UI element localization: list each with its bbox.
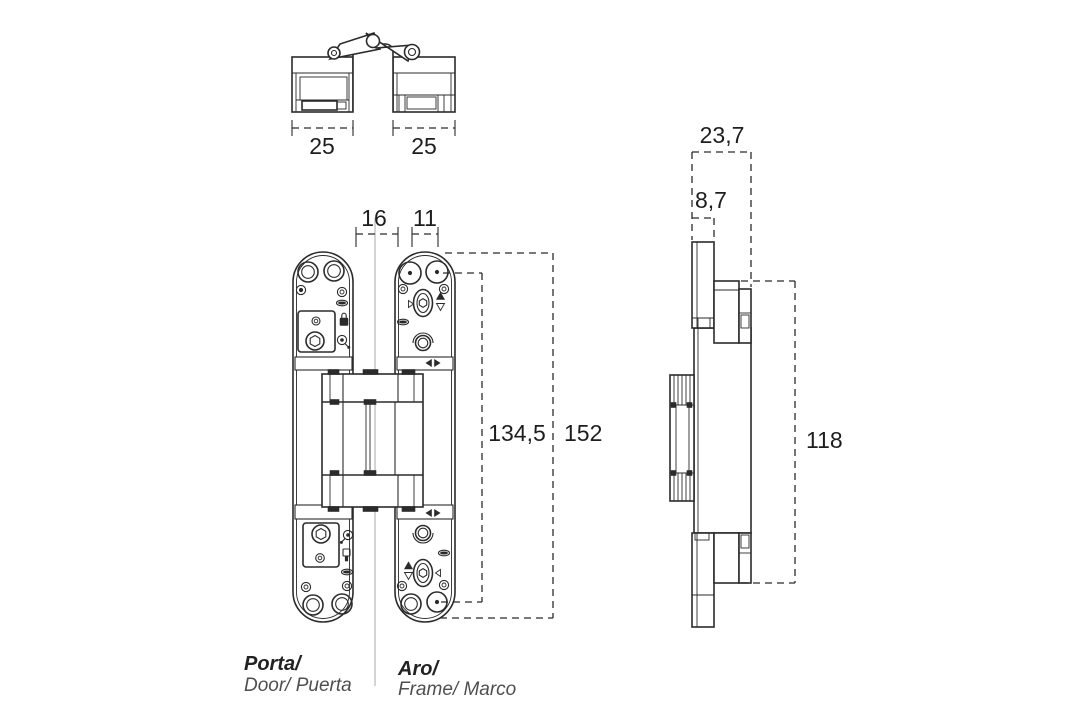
- arrow-down-icon: [435, 303, 446, 312]
- padlock-icon: [339, 312, 349, 326]
- fixing-screw: [412, 524, 434, 544]
- left-pivot-hole: [327, 46, 341, 60]
- dim-label-gap: 16: [361, 205, 387, 231]
- dim-label-total-depth: 23,7: [700, 122, 745, 148]
- dim-gap-16: 16: [355, 205, 399, 247]
- top-view: 25 25: [291, 32, 456, 159]
- side-profile: [669, 241, 752, 628]
- dim-label-body-height: 118: [806, 427, 843, 453]
- dim-frame-plate-depth-8-7: 8,7: [692, 187, 727, 240]
- dim-label-screw-span: 134,5: [488, 420, 546, 446]
- screw-hole: [400, 593, 422, 615]
- horizontal-adjust-icon: [425, 508, 441, 518]
- dim-screw-span-134-5: 134,5: [441, 272, 546, 603]
- right-pivot-hole: [403, 43, 421, 61]
- dim-label-door-width: 25: [309, 133, 335, 159]
- dim-frame-width-25: 25: [392, 120, 456, 159]
- linkage-top-view: [327, 32, 421, 112]
- arrow-down-icon: [403, 572, 414, 581]
- arrow-right-icon: [408, 299, 415, 309]
- rotation-adjust-icon: [336, 334, 351, 349]
- brand-logo-oval: [340, 568, 354, 576]
- side-view: 23,7 8,7 118: [669, 122, 843, 628]
- dim-label-frame-plate-depth: 8,7: [695, 187, 727, 213]
- door-sublabel: Door/ Puerta: [244, 675, 352, 696]
- vertical-adjust-icon: [403, 558, 441, 588]
- arrow-up-icon: [403, 561, 414, 570]
- adjustment-panel: [302, 522, 340, 568]
- hex-socket-icon: [311, 524, 331, 544]
- arrow-up-icon: [435, 291, 446, 300]
- dim-total-depth-23-7: 23,7: [691, 122, 752, 287]
- fixing-screw: [412, 332, 434, 352]
- dim-label-frame-body: 11: [413, 205, 437, 231]
- dim-total-height-152: 152: [440, 252, 602, 619]
- frame-label: Aro/: [397, 658, 440, 680]
- door-block-top-view: [291, 56, 354, 113]
- brand-logo-oval: [396, 318, 410, 326]
- hinge-barrel: [321, 369, 424, 512]
- arrow-left-icon: [434, 568, 441, 578]
- adjustment-panel: [297, 310, 336, 353]
- front-view: 16 11 152 134,5: [292, 205, 602, 686]
- screw-hole: [302, 594, 324, 616]
- screw-hole: [331, 593, 353, 615]
- center-pivot-hole: [365, 33, 381, 49]
- vertical-adjust-icon: [408, 288, 446, 318]
- dim-door-width-25: 25: [291, 120, 354, 159]
- plug-icon: [342, 548, 351, 562]
- horizontal-adjust-icon: [425, 358, 441, 368]
- dim-label-total-height: 152: [564, 420, 602, 446]
- rotation-adjust-icon: [339, 529, 354, 544]
- brand-logo-oval: [437, 549, 451, 557]
- dim-frame-body-11: 11: [411, 205, 439, 247]
- brand-logo-oval: [335, 299, 349, 307]
- barrel-side-view: [669, 374, 695, 502]
- hex-socket-icon: [305, 331, 325, 351]
- frame-block-top-view: [392, 56, 456, 113]
- screw-hole: [398, 261, 422, 285]
- screw-hole: [323, 260, 345, 282]
- dim-label-frame-width: 25: [411, 133, 437, 159]
- door-label: Porta/: [244, 653, 303, 675]
- frame-sublabel: Frame/ Marco: [398, 679, 516, 700]
- dim-body-height-118: 118: [741, 280, 843, 584]
- screw-hole: [297, 261, 319, 283]
- legend: Porta/ Door/ Puerta Aro/ Frame/ Marco: [244, 653, 516, 700]
- screw-hole: [425, 260, 449, 284]
